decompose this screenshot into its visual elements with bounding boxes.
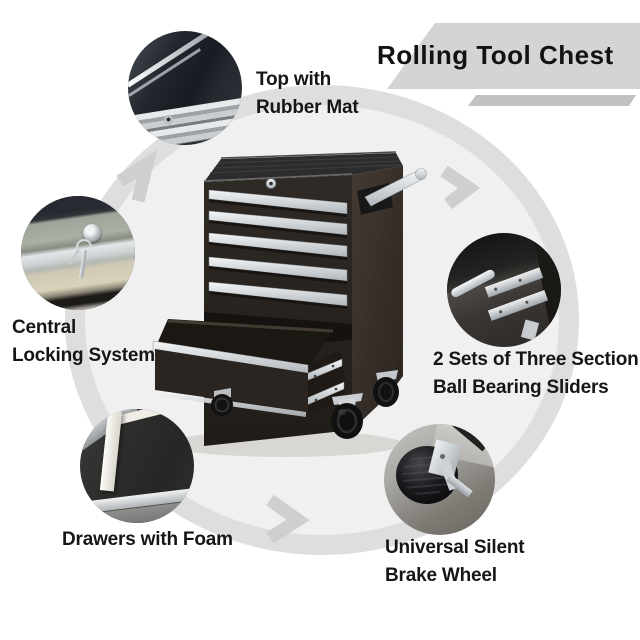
side-handle [357,168,427,215]
cabinet-side [352,166,403,430]
slider-rail-icon [487,290,549,321]
keyhole [265,178,277,189]
drawer-handles [208,189,348,309]
feature-label-top-mat: Top with Rubber Mat [256,69,359,118]
keyhole-icon [164,115,173,124]
feature-label-locking: Central Locking System [12,317,155,366]
top-rubber-mat-photo [128,31,242,145]
brake-wheel-photo [384,424,495,535]
title-banner [387,23,640,89]
cycle-arrow-bottom [266,494,310,544]
product-title: Rolling Tool Chest [377,40,614,70]
drawer-front [155,349,308,412]
feature-label-wheel: Universal Silent Brake Wheel [385,537,525,586]
cycle-arrow-top-right [440,165,481,210]
cycle-arrow-top-left [116,149,158,203]
tool-chest-illustration [152,151,427,457]
caster-wheel-left [211,388,233,416]
ball-bearing-sliders-photo [447,233,561,347]
feature-label-foam: Drawers with Foam [62,529,233,550]
caster-wheel-front [331,393,363,439]
title-underline-bar [468,95,636,106]
caster-wheel-rear [373,370,399,407]
drawer-foam-photo [80,409,194,523]
central-locking-photo [21,196,135,310]
feature-label-sliders: 2 Sets of Three Section Ball Bearing Sli… [433,349,639,398]
cabinet-top-rubber-mat [203,151,403,182]
lock-barrel-icon [83,224,101,242]
